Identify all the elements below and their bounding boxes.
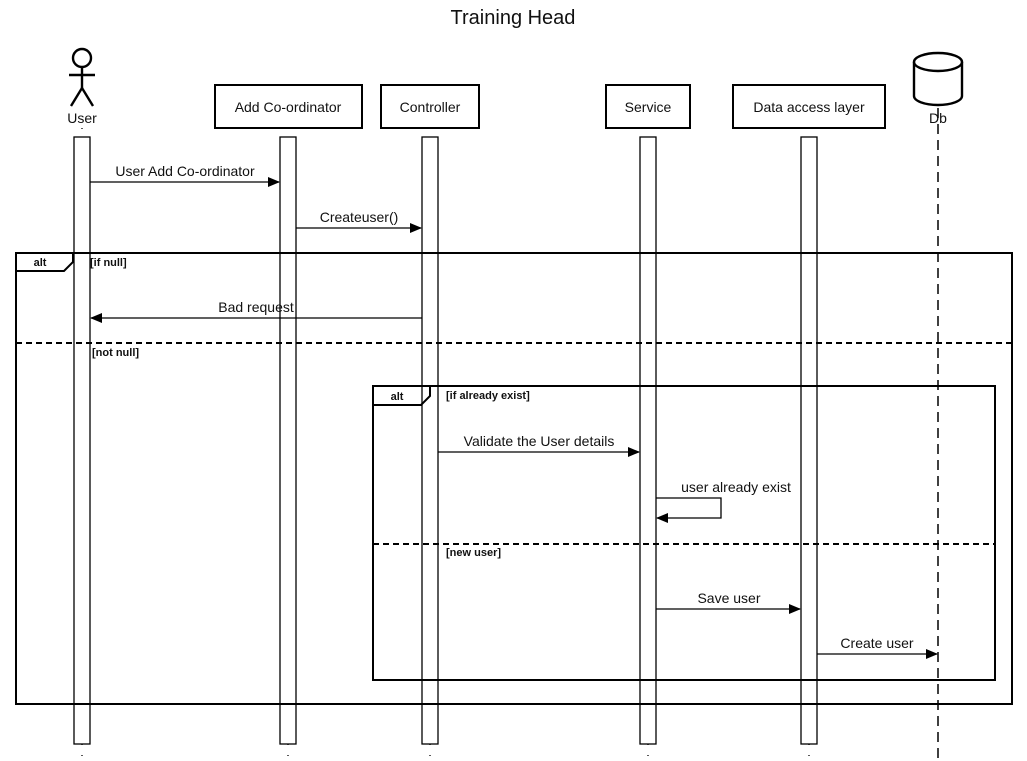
participant-service: Service [605,84,691,129]
message-arrow [656,497,722,523]
message-label: Createuser() [320,209,399,225]
message-save-user: Save user [656,590,801,614]
frame-operator: alt [391,391,404,403]
message-user-already-exist: user already exist [656,479,791,523]
frame-guard: [if null] [90,257,127,269]
frame-guard: [not null] [92,347,139,359]
activation-bars [73,136,818,745]
activation-data-access-layer [800,136,818,745]
participant-db: Db [912,51,964,126]
message-label: Create user [840,635,913,651]
message-validate-user-details: Validate the User details [438,433,640,457]
activation-user [73,136,91,745]
diagram-title: Training Head [451,7,576,29]
participant-label: User [67,110,97,126]
message-label: user already exist [681,479,791,495]
database-icon [912,51,964,107]
activation-controller [421,136,439,745]
message-createuser: Createuser() [296,209,422,233]
outer-alt-frame: alt [if null] [not null] [15,252,1013,705]
participant-add-coordinator: Add Co-ordinator [214,84,363,129]
frame-guard: [new user] [446,547,501,559]
participant-label: Add Co-ordinator [235,99,342,115]
message-bad-request: Bad request [90,299,422,323]
participant-controller: Controller [380,84,480,129]
activation-service [639,136,657,745]
frame-guard: [if already exist] [446,390,530,402]
participant-label: Controller [400,99,461,115]
message-label: Validate the User details [464,433,615,449]
message-label: Bad request [218,299,294,315]
message-create-user: Create user [817,635,938,659]
message-label: Save user [697,590,760,606]
participant-label: Data access layer [753,99,865,115]
participant-label: Service [625,99,672,115]
participant-data-access-layer: Data access layer [732,84,886,129]
activation-add-coordinator [279,136,297,745]
lifelines [81,108,939,761]
inner-alt-frame: alt [if already exist] [new user] [372,385,996,681]
message-user-add-coordinator: User Add Co-ordinator [90,163,280,187]
actor-icon [69,47,95,107]
participant-label: Db [929,110,947,126]
participant-user: User [67,47,97,126]
frame-operator: alt [34,257,47,269]
message-label: User Add Co-ordinator [115,163,255,179]
